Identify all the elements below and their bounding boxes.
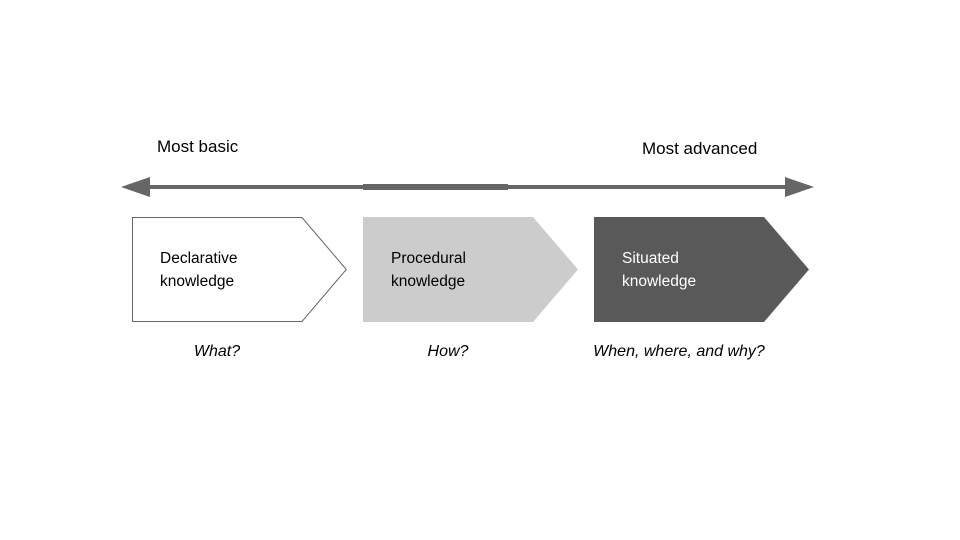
chevron-polygon bbox=[363, 217, 578, 322]
stage-procedural-knowledge: Procedural knowledge bbox=[363, 217, 578, 322]
stage-label-line1: Situated bbox=[622, 249, 679, 267]
right-arrowhead-icon bbox=[785, 177, 814, 197]
stage-label-line2: knowledge bbox=[160, 272, 235, 290]
scale-label-most-basic: Most basic bbox=[157, 137, 239, 156]
stage-caption-when-where-why: When, where, and why? bbox=[593, 343, 765, 360]
chevron-arrow-shape bbox=[132, 217, 347, 322]
stage-label: Procedural knowledge bbox=[391, 247, 466, 293]
stage-situated-knowledge: Situated knowledge bbox=[594, 217, 809, 322]
left-arrowhead-icon bbox=[121, 177, 150, 197]
stage-declarative-knowledge: Declarative knowledge bbox=[132, 217, 347, 322]
chevron-polygon bbox=[594, 217, 809, 322]
stage-label-line1: Procedural bbox=[391, 249, 466, 267]
chevron-arrow-shape bbox=[363, 217, 578, 322]
stage-label: Declarative knowledge bbox=[160, 247, 238, 293]
chevron-arrow-shape bbox=[594, 217, 809, 322]
stage-caption-what: What? bbox=[193, 343, 241, 360]
stage-label-line2: knowledge bbox=[622, 272, 697, 290]
axis-line-center-segment bbox=[363, 184, 508, 190]
stage-label-line2: knowledge bbox=[391, 272, 466, 290]
stage-label: Situated knowledge bbox=[622, 247, 696, 293]
continuum-axis-arrow bbox=[121, 177, 814, 197]
scale-label-most-advanced: Most advanced bbox=[642, 139, 758, 158]
stage-label-line1: Declarative bbox=[160, 249, 238, 267]
stage-caption-how: How? bbox=[427, 343, 469, 360]
chevron-polygon bbox=[132, 217, 347, 322]
